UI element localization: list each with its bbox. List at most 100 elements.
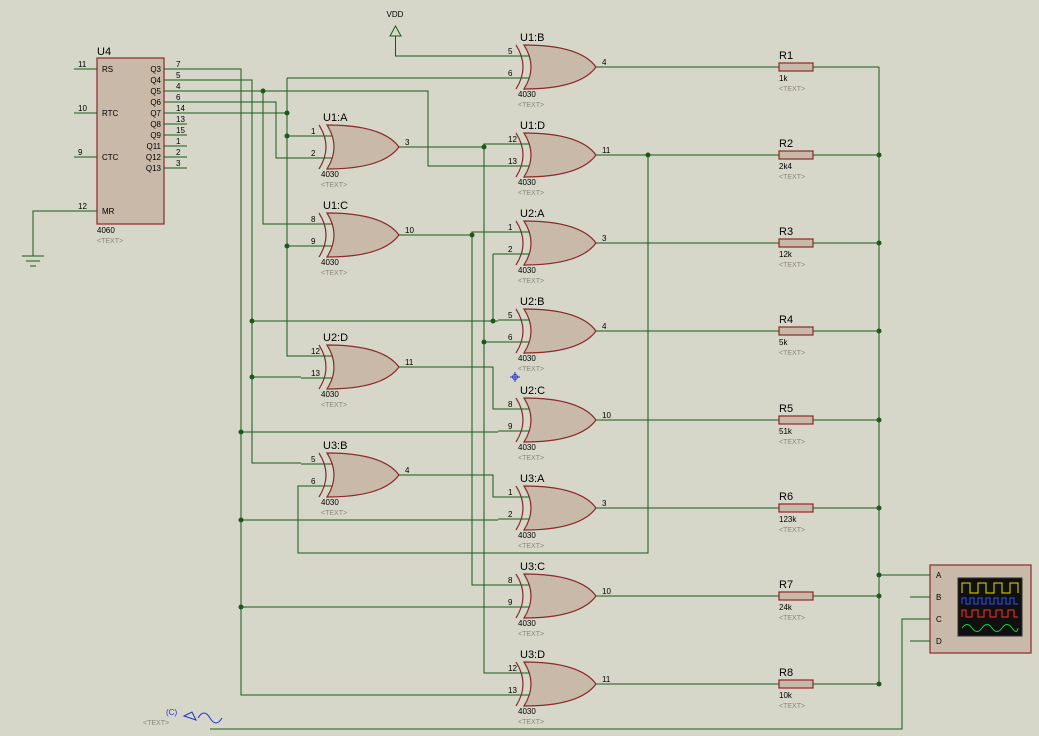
- xor-gate-input-arc: [515, 661, 524, 707]
- counter-pin-number: 11: [78, 60, 87, 69]
- probe-marker: [512, 374, 518, 380]
- gate-pin-number: 1: [508, 223, 513, 232]
- wire: [483, 147, 498, 674]
- gate-pin-number: 4: [602, 322, 607, 331]
- gate-pin-number: 10: [602, 411, 611, 420]
- gate-pin-number: 3: [602, 234, 607, 243]
- junction-dot: [238, 604, 244, 610]
- gate-part: 4030: [518, 443, 536, 452]
- gate-pin-number: 11: [602, 675, 611, 684]
- counter-pin-name: Q4: [150, 76, 161, 85]
- oscilloscope-channel-label: D: [936, 637, 942, 646]
- scope-trace-b: [961, 597, 1018, 605]
- xor-gate-input-arc: [318, 212, 327, 258]
- gate-part: 4030: [518, 266, 536, 275]
- resistor-value: 1k: [779, 74, 788, 83]
- xor-gate-input-arc: [515, 132, 524, 178]
- junction-dot: [876, 505, 882, 511]
- junction-dot: [490, 318, 496, 324]
- gate-ref: U1:A: [323, 112, 348, 124]
- junction-dot: [238, 517, 244, 523]
- gate-pin-number: 8: [508, 576, 513, 585]
- gate-placeholder: <TEXT>: [321, 510, 347, 517]
- xor-gate-body: [325, 452, 400, 498]
- counter-pin-name: Q3: [150, 65, 161, 74]
- probe-marker: [510, 372, 520, 382]
- xor-gate-input-arc: [515, 220, 524, 266]
- xor-gate-input-arc: [318, 344, 327, 390]
- gate-placeholder: <TEXT>: [321, 402, 347, 409]
- resistor-body: [778, 503, 814, 513]
- counter-pin-number: 12: [78, 202, 87, 211]
- counter-pin-number: 10: [78, 104, 87, 113]
- xor-gate-body: [325, 124, 400, 170]
- components: [22, 24, 1032, 724]
- scope-trace-a: [961, 582, 1019, 594]
- gate-placeholder: <TEXT>: [518, 631, 544, 638]
- resistor-placeholder: <TEXT>: [779, 615, 805, 622]
- resistor-body: [778, 238, 814, 248]
- junction-dot: [876, 328, 882, 334]
- gate-placeholder: <TEXT>: [518, 102, 544, 109]
- counter-pin-number: 1: [176, 137, 181, 146]
- gate-part: 4030: [518, 531, 536, 540]
- xor-gate-body: [522, 308, 597, 354]
- resistor-body: [778, 62, 814, 72]
- resistor-value: 12k: [779, 250, 793, 259]
- junction-dot: [876, 572, 882, 578]
- gate-ref: U3:D: [520, 649, 545, 661]
- counter-pin-name: Q8: [150, 120, 161, 129]
- gate-placeholder: <TEXT>: [518, 455, 544, 462]
- counter-pin-number: 5: [176, 71, 181, 80]
- wire: [421, 474, 498, 498]
- resistor-body: [778, 326, 814, 336]
- gate-part: 4030: [321, 498, 339, 507]
- counter-pin-number: 14: [176, 104, 185, 113]
- gate-ref: U2:C: [520, 385, 545, 397]
- xor-gate-input-arc: [318, 452, 327, 498]
- counter-pin-name: Q5: [150, 87, 161, 96]
- oscilloscope-channel-label: A: [936, 571, 942, 580]
- resistor-ref: R6: [779, 491, 793, 503]
- gate-ref: U1:B: [520, 32, 544, 44]
- wire: [471, 235, 498, 586]
- resistor-value: 51k: [779, 427, 793, 436]
- gate-pin-number: 13: [508, 157, 517, 166]
- gate-pin-number: 13: [508, 686, 517, 695]
- junction-dot: [876, 152, 882, 158]
- gate-ref: U1:D: [520, 120, 545, 132]
- wire: [262, 91, 301, 225]
- counter-pin-name: Q11: [146, 142, 161, 151]
- gate-pin-number: 11: [405, 358, 414, 367]
- junction-dot: [645, 152, 651, 158]
- counter-ref: U4: [97, 46, 111, 58]
- counter-pin-number: 9: [78, 148, 83, 157]
- wire: [286, 78, 301, 357]
- xor-gate-body: [522, 132, 597, 178]
- counter-pin-number: 2: [176, 148, 181, 157]
- resistor-value: 2k4: [779, 162, 792, 171]
- gate-pin-number: 1: [508, 488, 513, 497]
- resistor-placeholder: <TEXT>: [779, 527, 805, 534]
- counter-pin-number: 3: [176, 159, 181, 168]
- xor-gate-body: [522, 661, 597, 707]
- resistor-ref: R3: [779, 226, 793, 238]
- xor-gate-body: [325, 344, 400, 390]
- junction-dot: [481, 339, 487, 345]
- xor-gate-input-arc: [515, 397, 524, 443]
- wire: [187, 101, 301, 159]
- gate-pin-number: 2: [508, 510, 513, 519]
- counter-pin-name: Q9: [150, 131, 161, 140]
- gate-part: 4030: [518, 354, 536, 363]
- gate-placeholder: <TEXT>: [518, 719, 544, 726]
- counter-pin-name: MR: [102, 207, 115, 216]
- xor-gate-input-arc: [515, 485, 524, 531]
- resistor-ref: R7: [779, 579, 793, 591]
- gate-pin-number: 10: [602, 587, 611, 596]
- clock-source-arrow: [182, 711, 197, 721]
- gate-placeholder: <TEXT>: [321, 182, 347, 189]
- gate-pin-number: 6: [311, 477, 316, 486]
- xor-gate-input-arc: [515, 573, 524, 619]
